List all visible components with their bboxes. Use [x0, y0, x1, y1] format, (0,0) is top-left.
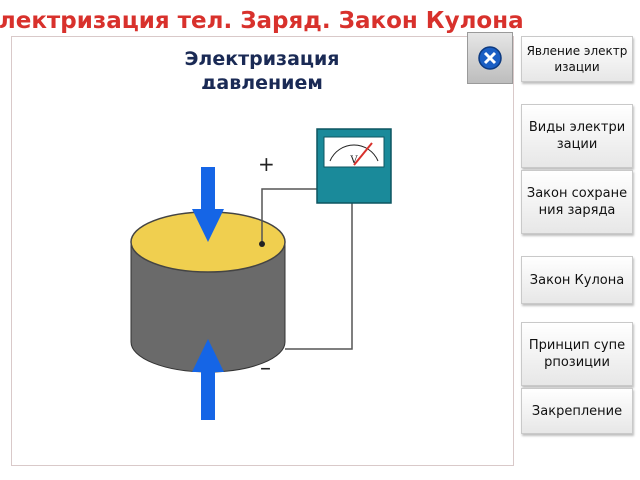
nav-button-superposition[interactable]: Принцип суперпозиции: [521, 322, 633, 386]
plus-sign: +: [258, 152, 275, 176]
press-arrow-top: [192, 167, 224, 242]
nav-button-conservation[interactable]: Закон сохранения заряда: [521, 170, 633, 234]
voltmeter: V: [316, 128, 392, 204]
wire-negative: [285, 189, 353, 350]
nav-button-types[interactable]: Виды электризации: [521, 104, 633, 168]
voltmeter-label: V: [349, 155, 358, 166]
wire-positive: [261, 188, 338, 244]
close-icon: [478, 46, 502, 70]
nav-button-coulomb[interactable]: Закон Кулона: [521, 256, 633, 304]
press-arrow-bottom: [192, 339, 224, 420]
close-button[interactable]: [467, 32, 513, 84]
top-contact: [259, 241, 265, 247]
slide-subtitle: Электризация давлением: [184, 48, 340, 89]
nav-button-phenomenon[interactable]: Явление электризации: [521, 36, 633, 82]
nav-button-review[interactable]: Закрепление: [521, 388, 633, 434]
minus-sign: –: [260, 356, 271, 381]
content-panel: Электризация давлением V +: [11, 36, 514, 466]
electrification-diagram: V + –: [130, 128, 392, 420]
page-title: Электризация тел. Заряд. Закон Кулона: [0, 8, 524, 34]
